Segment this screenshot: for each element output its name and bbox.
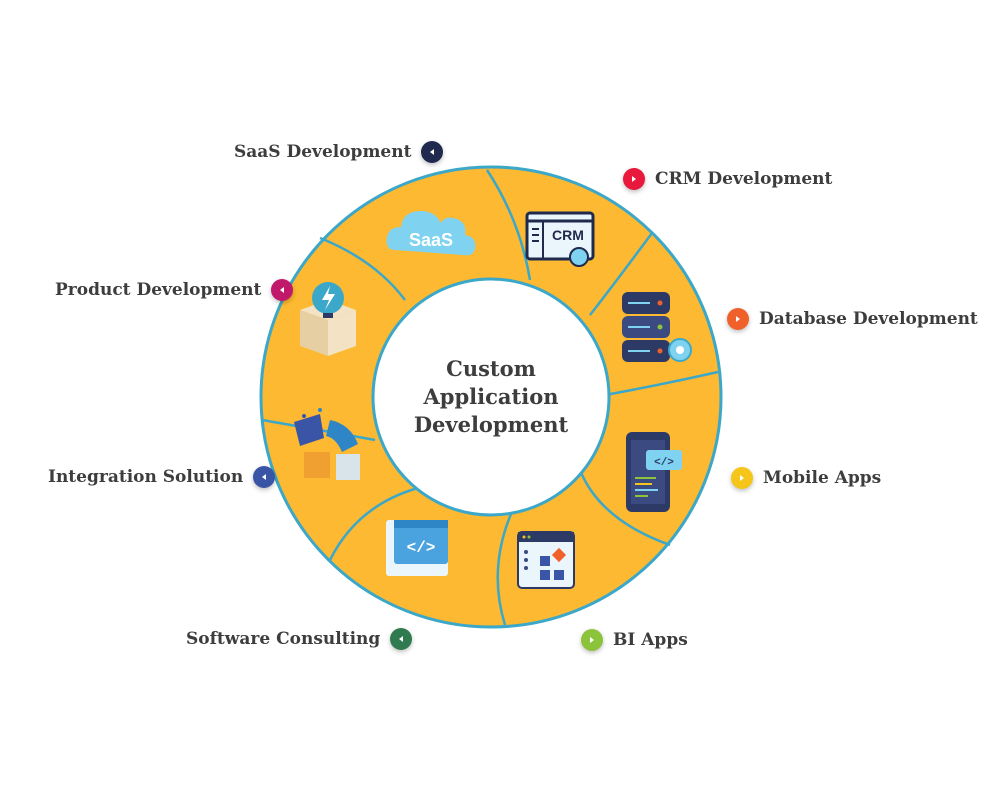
- label-database-development[interactable]: Database Development: [727, 308, 978, 330]
- center-title-line-3: Development: [413, 412, 569, 437]
- product-box-bulb-icon: [300, 282, 356, 356]
- label-text: Database Development: [759, 309, 978, 329]
- arrow-right-icon: [731, 467, 753, 489]
- label-text: BI Apps: [613, 630, 688, 650]
- center-title-line-1: Custom: [446, 356, 536, 381]
- arrow-left-icon: [253, 466, 276, 488]
- label-integration-solution[interactable]: Integration Solution: [48, 466, 276, 488]
- center-title: Custom Application Development: [391, 355, 591, 439]
- crm-icon-text: CRM: [552, 227, 584, 243]
- crm-window-icon: CRM: [525, 211, 595, 267]
- consulting-code-text: </>: [407, 539, 436, 557]
- arrow-right-icon: [727, 308, 749, 330]
- mobile-phone-icon: </>: [626, 432, 682, 512]
- label-crm-development[interactable]: CRM Development: [623, 168, 832, 190]
- inner-circle: [371, 277, 611, 517]
- label-text: Integration Solution: [48, 467, 244, 487]
- label-text: CRM Development: [655, 169, 833, 189]
- label-bi-apps[interactable]: BI Apps: [581, 629, 688, 651]
- arrow-right-icon: [581, 629, 603, 651]
- dashboard-icon: [517, 531, 575, 589]
- code-window-icon: </>: [386, 520, 448, 576]
- label-text: SaaS Development: [234, 142, 412, 162]
- label-text: Mobile Apps: [763, 468, 882, 488]
- arrow-left-icon: [421, 141, 444, 163]
- mobile-code-text: </>: [654, 457, 674, 469]
- arrow-right-icon: [623, 168, 645, 190]
- label-text: Software Consulting: [186, 629, 381, 649]
- center-title-line-2: Application: [423, 384, 559, 409]
- cloud-icon: SaaS: [386, 211, 476, 256]
- label-software-consulting[interactable]: Software Consulting: [186, 628, 413, 650]
- label-mobile-apps[interactable]: Mobile Apps: [731, 467, 881, 489]
- database-server-icon: [622, 292, 692, 362]
- label-text: Product Development: [55, 280, 262, 300]
- puzzle-icon: [294, 408, 360, 480]
- arrow-left-icon: [390, 628, 413, 650]
- arrow-left-icon: [271, 279, 294, 301]
- label-product-development[interactable]: Product Development: [55, 279, 294, 301]
- label-saas-development[interactable]: SaaS Development: [234, 141, 444, 163]
- saas-icon-text: SaaS: [409, 230, 453, 250]
